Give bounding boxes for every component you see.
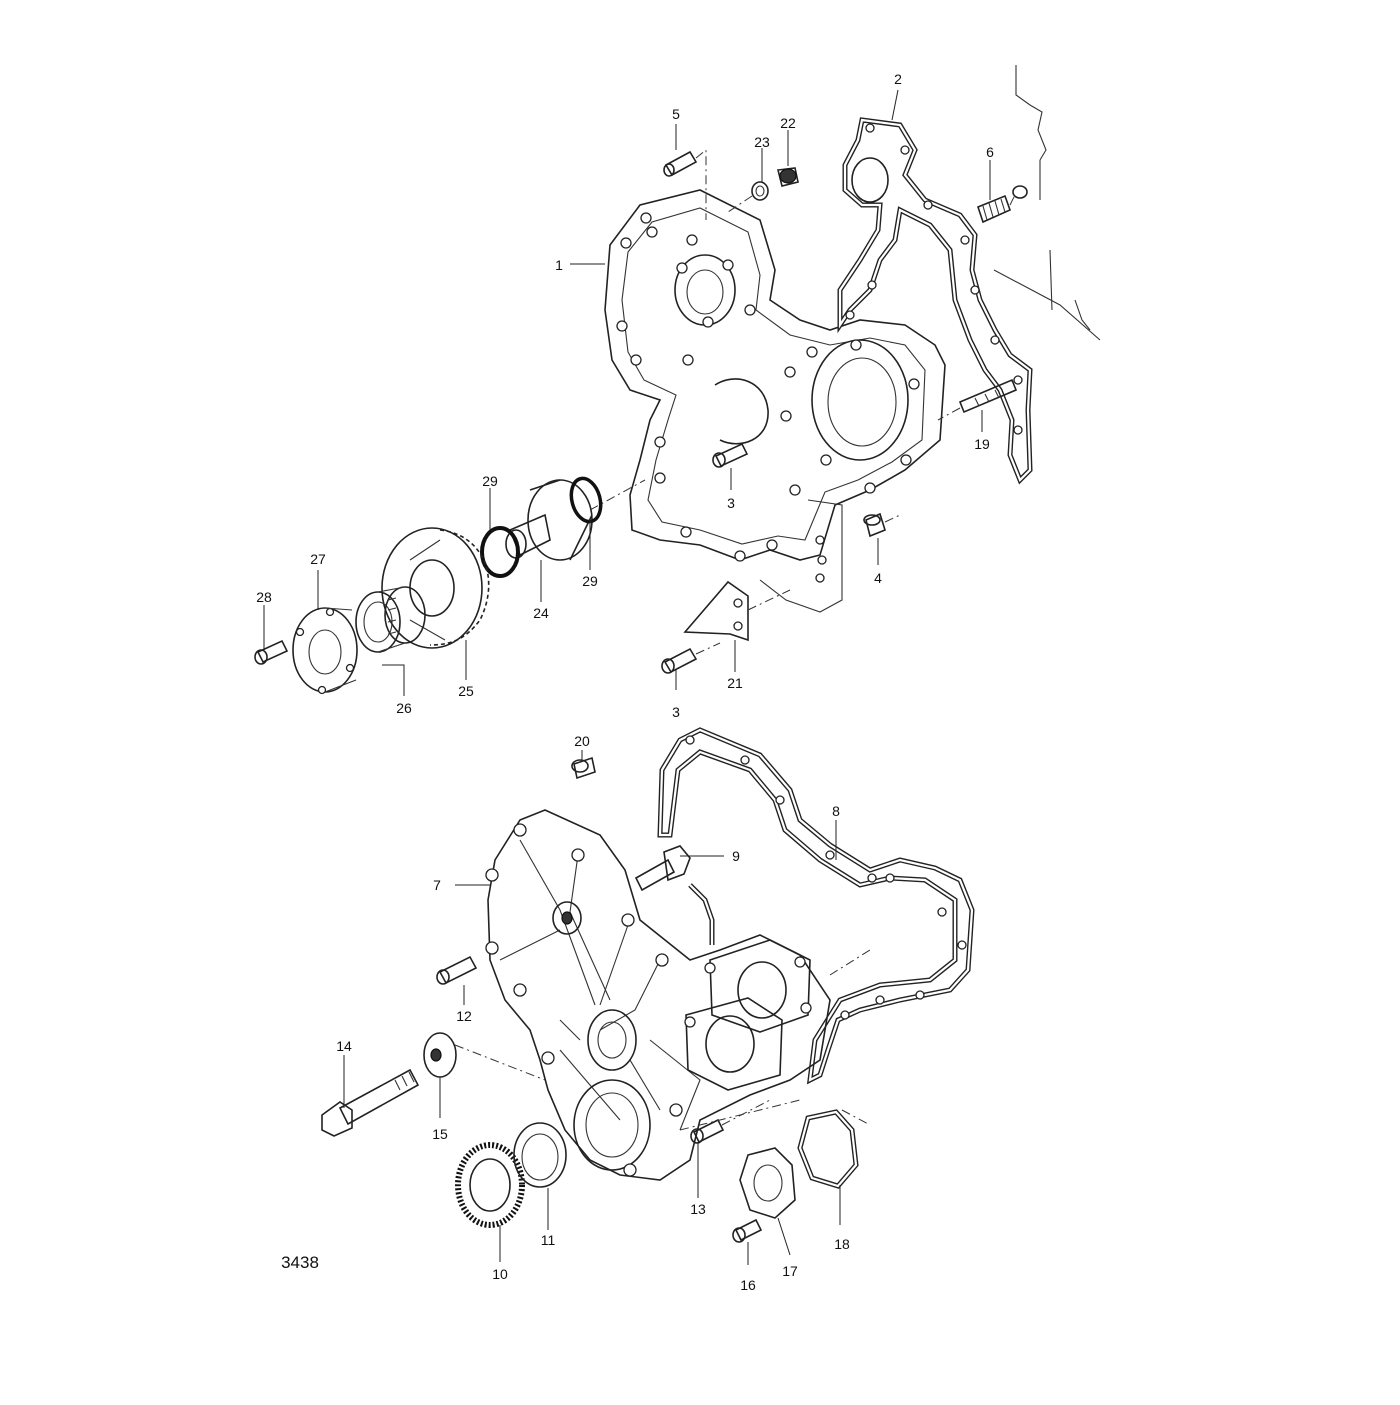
bolt-part-3-upper <box>712 442 749 468</box>
bolt-part-28 <box>254 639 289 665</box>
callout-23: 23 <box>754 134 770 150</box>
cover-gasket-part-18 <box>797 1109 871 1189</box>
callout-6: 6 <box>986 144 994 160</box>
callout-9: 9 <box>732 848 740 864</box>
dowel-part-4 <box>863 512 901 538</box>
cover-plate-part-17 <box>739 1147 796 1219</box>
callout-4: 4 <box>874 570 882 586</box>
idler-shaft-part-24 <box>505 479 646 561</box>
plug-part-22 <box>777 167 799 187</box>
bolt-part-13 <box>690 1099 771 1144</box>
bracket-part-21 <box>683 580 791 642</box>
bolt-part-3-lower <box>661 642 721 674</box>
callout-12: 12 <box>456 1008 472 1024</box>
timing-case-housing-part-1 <box>604 189 946 613</box>
figure-number: 3438 <box>281 1253 319 1272</box>
bolt-part-12 <box>436 955 478 985</box>
callout-25: 25 <box>458 683 474 699</box>
callout-19: 19 <box>974 436 990 452</box>
dowel-part-20 <box>571 756 596 780</box>
bolt-part-14 <box>321 1068 420 1137</box>
bolt-part-9 <box>634 845 691 892</box>
bolt-part-5 <box>663 148 707 220</box>
wear-ring-part-11 <box>513 1122 567 1188</box>
callout-20: 20 <box>574 733 590 749</box>
centerline <box>829 949 871 976</box>
callout-8: 8 <box>832 803 840 819</box>
bearing-part-26 <box>355 586 426 653</box>
cover-gasket-part-2 <box>837 117 1033 485</box>
washer-part-15 <box>423 1032 546 1081</box>
callout-labels: 1 2 3 3 4 5 6 7 8 9 10 11 12 13 14 15 16… <box>256 71 994 1293</box>
leader-lines <box>263 89 991 1265</box>
callout-5: 5 <box>672 106 680 122</box>
callout-2: 2 <box>894 71 902 87</box>
washer-part-23 <box>727 181 769 213</box>
callout-22: 22 <box>780 115 796 131</box>
bolt-part-16 <box>732 1218 763 1243</box>
stud-part-19 <box>937 378 1018 421</box>
callout-29-right: 29 <box>582 573 598 589</box>
callout-29-left: 29 <box>482 473 498 489</box>
idler-gear-part-25 <box>381 527 490 649</box>
callout-27: 27 <box>310 551 326 567</box>
callout-28: 28 <box>256 589 272 605</box>
callout-26: 26 <box>396 700 412 716</box>
callout-3-upper: 3 <box>727 495 735 511</box>
centerline <box>679 1099 801 1131</box>
callout-3-lower: 3 <box>672 704 680 720</box>
callout-18: 18 <box>834 1236 850 1252</box>
engine-block-edge <box>993 65 1101 341</box>
callout-7: 7 <box>433 877 441 893</box>
callout-16: 16 <box>740 1277 756 1293</box>
callout-17: 17 <box>782 1263 798 1279</box>
o-ring-part-29-left <box>480 526 520 578</box>
callout-24: 24 <box>533 605 549 621</box>
front-plate-part-7 <box>485 809 831 1181</box>
callout-15: 15 <box>432 1126 448 1142</box>
callout-11: 11 <box>541 1232 556 1248</box>
callout-10: 10 <box>492 1266 508 1282</box>
oil-seal-part-10 <box>455 1142 525 1228</box>
callout-1: 1 <box>555 257 563 273</box>
callout-21: 21 <box>727 675 743 691</box>
callout-14: 14 <box>336 1038 352 1054</box>
o-ring-part-29-right <box>569 476 603 524</box>
front-plate-gasket-part-8 <box>657 727 975 1085</box>
callout-13: 13 <box>690 1201 706 1217</box>
stud-part-6 <box>977 185 1028 224</box>
thrust-plate-part-27 <box>292 607 358 695</box>
